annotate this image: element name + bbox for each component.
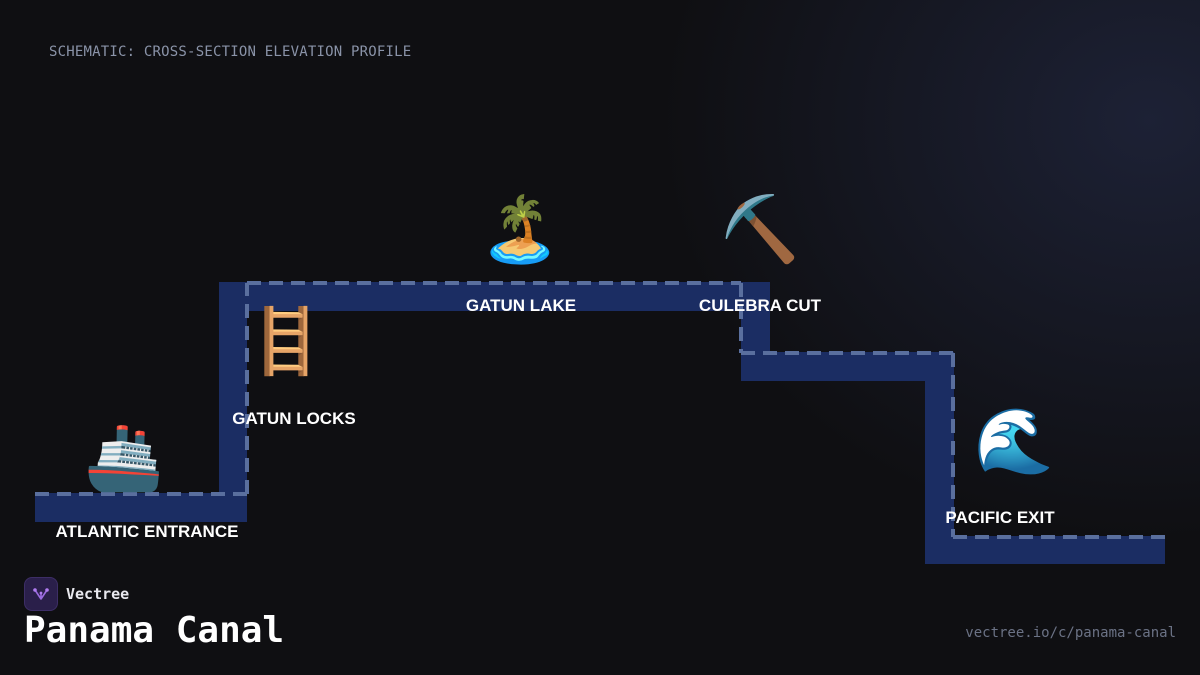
desert-island-icon: 🏝️	[480, 193, 560, 267]
channel-segment-atlantic	[35, 493, 247, 522]
channel-segment-lake	[219, 282, 770, 311]
vectree-logo-icon	[24, 577, 58, 611]
stage-label-pacific-exit: PACIFIC EXIT	[945, 508, 1055, 527]
cruise-ship-icon: 🚢	[84, 421, 164, 495]
brand-name: Vectree	[66, 585, 130, 603]
source-url[interactable]: vectree.io/c/panama-canal	[965, 625, 1176, 641]
diagram-subtitle: SCHEMATIC: CROSS-SECTION ELEVATION PROFI…	[49, 44, 412, 60]
waterline	[35, 281, 1165, 539]
stage-label-culebra-cut: CULEBRA CUT	[698, 296, 822, 315]
pick-icon: ⛏️	[720, 193, 800, 267]
brand[interactable]: Vectree	[24, 577, 129, 611]
channel-segment-cut	[741, 352, 954, 381]
stage-label-gatun-lake: GATUN LAKE	[465, 296, 577, 315]
channel-segment-pacific-drop	[925, 352, 954, 564]
channel-segment-pacific	[925, 536, 1165, 564]
channel-segment-locks-riser	[219, 282, 247, 522]
stage-label-atlantic-entrance: ATLANTIC ENTRANCE	[55, 522, 239, 541]
ladder-icon: 🪜	[246, 305, 326, 379]
stage-label-gatun-locks: GATUN LOCKS	[232, 409, 356, 428]
page-title: Panama Canal	[24, 610, 285, 651]
channel-body	[35, 282, 1165, 564]
water-wave-icon: 🌊	[974, 405, 1054, 479]
